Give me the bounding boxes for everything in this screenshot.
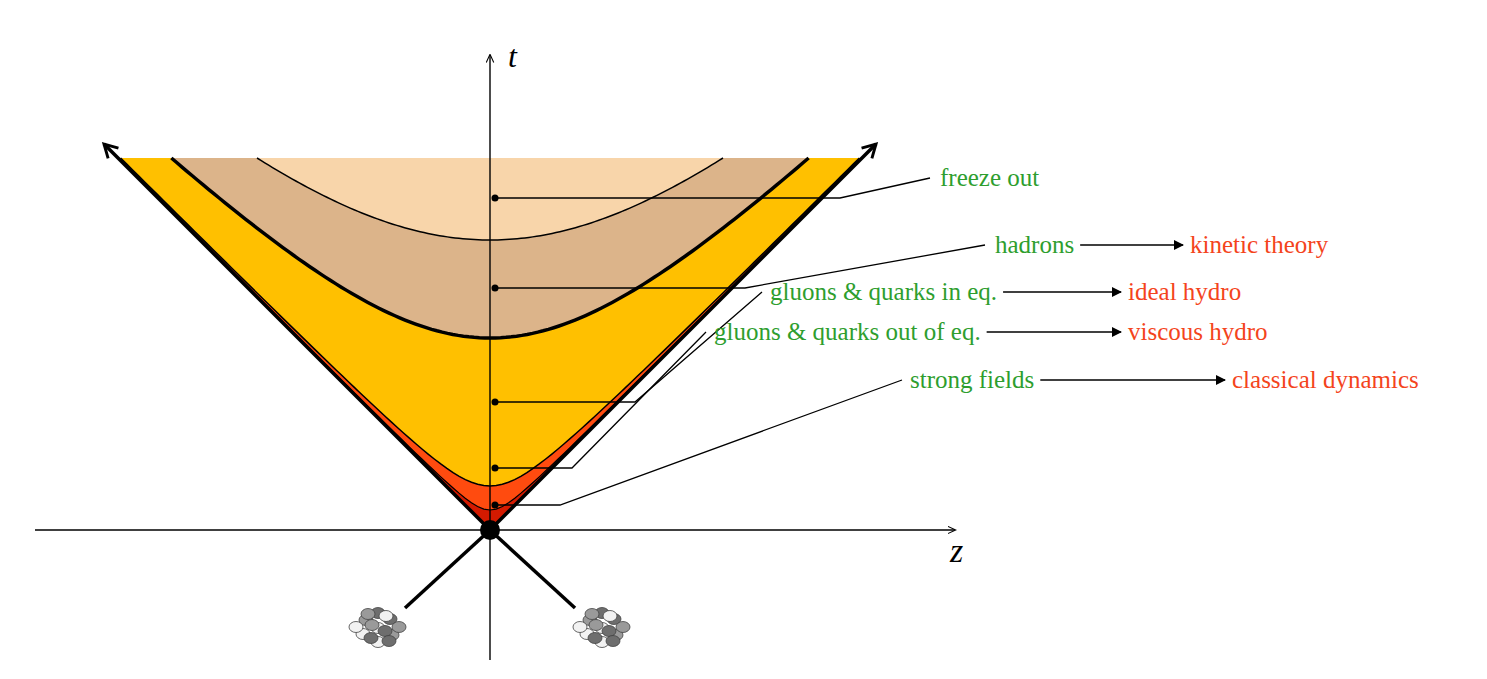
mapping-arrow bbox=[987, 331, 1121, 332]
label-text: hadrons bbox=[995, 230, 1074, 260]
model-label: ideal hydro bbox=[1128, 277, 1241, 307]
label-text: viscous hydro bbox=[1128, 317, 1268, 347]
mapping-arrow bbox=[1080, 244, 1183, 245]
nucleus-symbol bbox=[349, 608, 630, 648]
state-label: freeze out bbox=[940, 163, 1039, 193]
nucleus-symbol bbox=[349, 608, 406, 648]
nucleus-track bbox=[490, 530, 575, 608]
mapping-arrow bbox=[1003, 291, 1121, 292]
nucleus-symbol bbox=[573, 608, 630, 648]
leader-dots bbox=[492, 195, 499, 509]
nucleus-track bbox=[405, 530, 490, 608]
state-label: gluons & quarks in eq. bbox=[770, 277, 997, 307]
label-text: classical dynamics bbox=[1232, 365, 1419, 395]
leader-lines bbox=[495, 178, 985, 505]
axis-label: z bbox=[950, 532, 963, 570]
label-text: kinetic theory bbox=[1190, 230, 1328, 260]
label-text: freeze out bbox=[940, 163, 1039, 193]
label-text: gluons & quarks in eq. bbox=[770, 277, 997, 307]
light-cone bbox=[104, 144, 490, 530]
model-label: classical dynamics bbox=[1232, 365, 1419, 395]
state-label: gluons & quarks out of eq. bbox=[714, 317, 981, 347]
label-text: strong fields bbox=[910, 365, 1034, 395]
mapping-arrow bbox=[1040, 379, 1225, 380]
label-text: ideal hydro bbox=[1128, 277, 1241, 307]
t-axis bbox=[489, 55, 490, 660]
state-label: strong fields bbox=[910, 365, 1034, 395]
label-text: gluons & quarks out of eq. bbox=[714, 317, 981, 347]
state-label: hadrons bbox=[995, 230, 1074, 260]
model-label: kinetic theory bbox=[1190, 230, 1328, 260]
model-label: viscous hydro bbox=[1128, 317, 1268, 347]
collision-point bbox=[480, 520, 500, 540]
axis-label: t bbox=[508, 38, 517, 75]
